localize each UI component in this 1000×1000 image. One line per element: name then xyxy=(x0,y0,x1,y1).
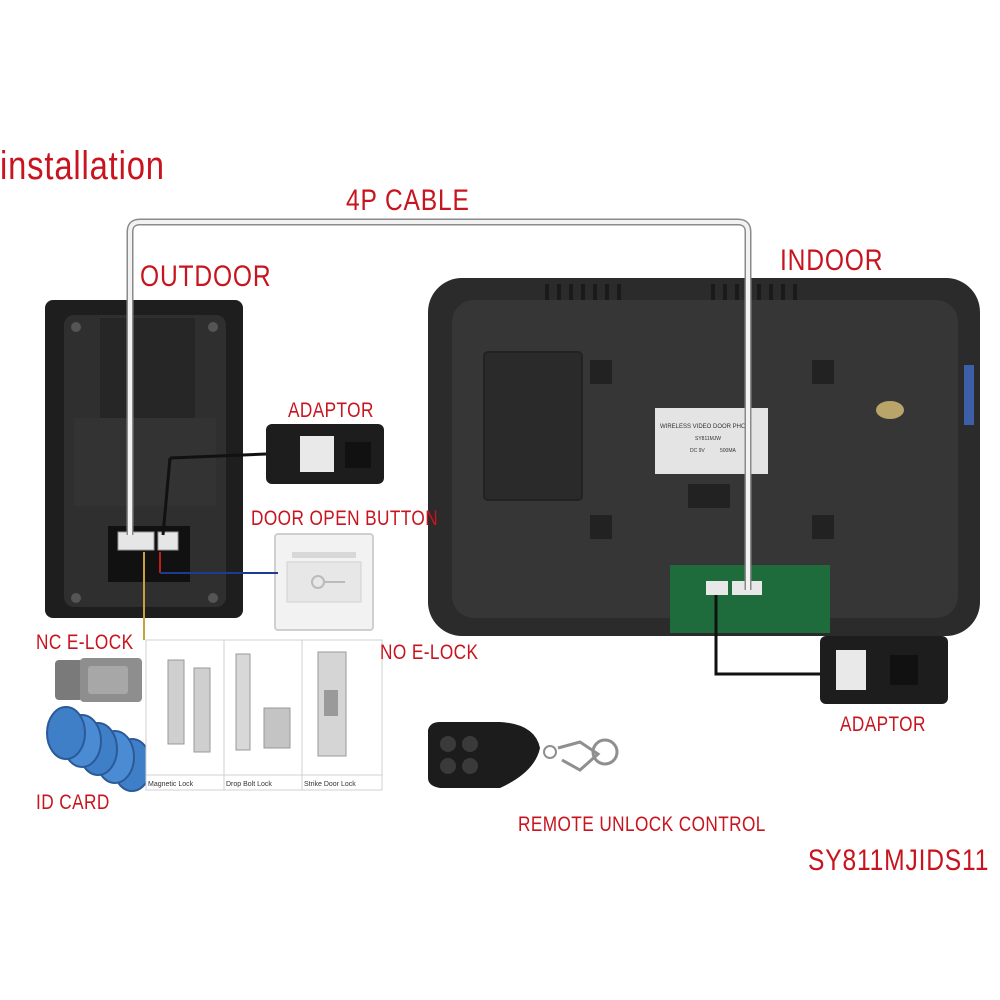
outdoor-label: OUTDOOR xyxy=(140,260,272,293)
sticker-current: 500MA xyxy=(720,448,737,454)
adaptor-outdoor-label: ADAPTOR xyxy=(288,399,374,422)
adaptor-outdoor xyxy=(161,424,384,536)
lock-type-label: Magnetic Lock xyxy=(148,781,194,788)
model-number: SY811MJIDS11 xyxy=(808,844,990,877)
sticker-input: DC 9V xyxy=(690,448,705,454)
remote-control xyxy=(428,722,619,788)
sticker-title: WIRELESS VIDEO DOOR PHO xyxy=(660,424,746,430)
adaptor-indoor-label: ADAPTOR xyxy=(840,713,926,736)
nc-e-lock-label: NC E-LOCK xyxy=(36,631,134,654)
installation-title: installation xyxy=(0,144,165,188)
remote-label: REMOTE UNLOCK CONTROL xyxy=(518,813,766,836)
lock-types-panel: Magnetic Lock Drop Bolt Lock Strike Door… xyxy=(145,639,383,791)
id-card-tags xyxy=(46,706,152,792)
door-open-button xyxy=(159,533,374,631)
indoor-vent-left xyxy=(545,284,621,300)
cable-label: 4P CABLE xyxy=(346,184,470,217)
adaptor-indoor xyxy=(714,595,948,704)
door-open-button-label: DOOR OPEN BUTTON xyxy=(251,507,439,530)
nc-e-lock xyxy=(55,658,142,702)
no-e-lock-label: NO E-LOCK xyxy=(380,641,479,664)
lock-type-label: Strike Door Lock xyxy=(304,781,356,788)
indoor-unit: WIRELESS VIDEO DOOR PHO SY811MJW DC 9V 5… xyxy=(428,278,980,636)
id-card-label: ID CARD xyxy=(36,791,110,814)
indoor-vent-right xyxy=(711,284,797,300)
sticker-model: SY811MJW xyxy=(695,436,721,442)
indoor-label: INDOOR xyxy=(780,244,884,277)
outdoor-unit xyxy=(45,300,243,618)
lock-type-label: Drop Bolt Lock xyxy=(226,781,272,788)
